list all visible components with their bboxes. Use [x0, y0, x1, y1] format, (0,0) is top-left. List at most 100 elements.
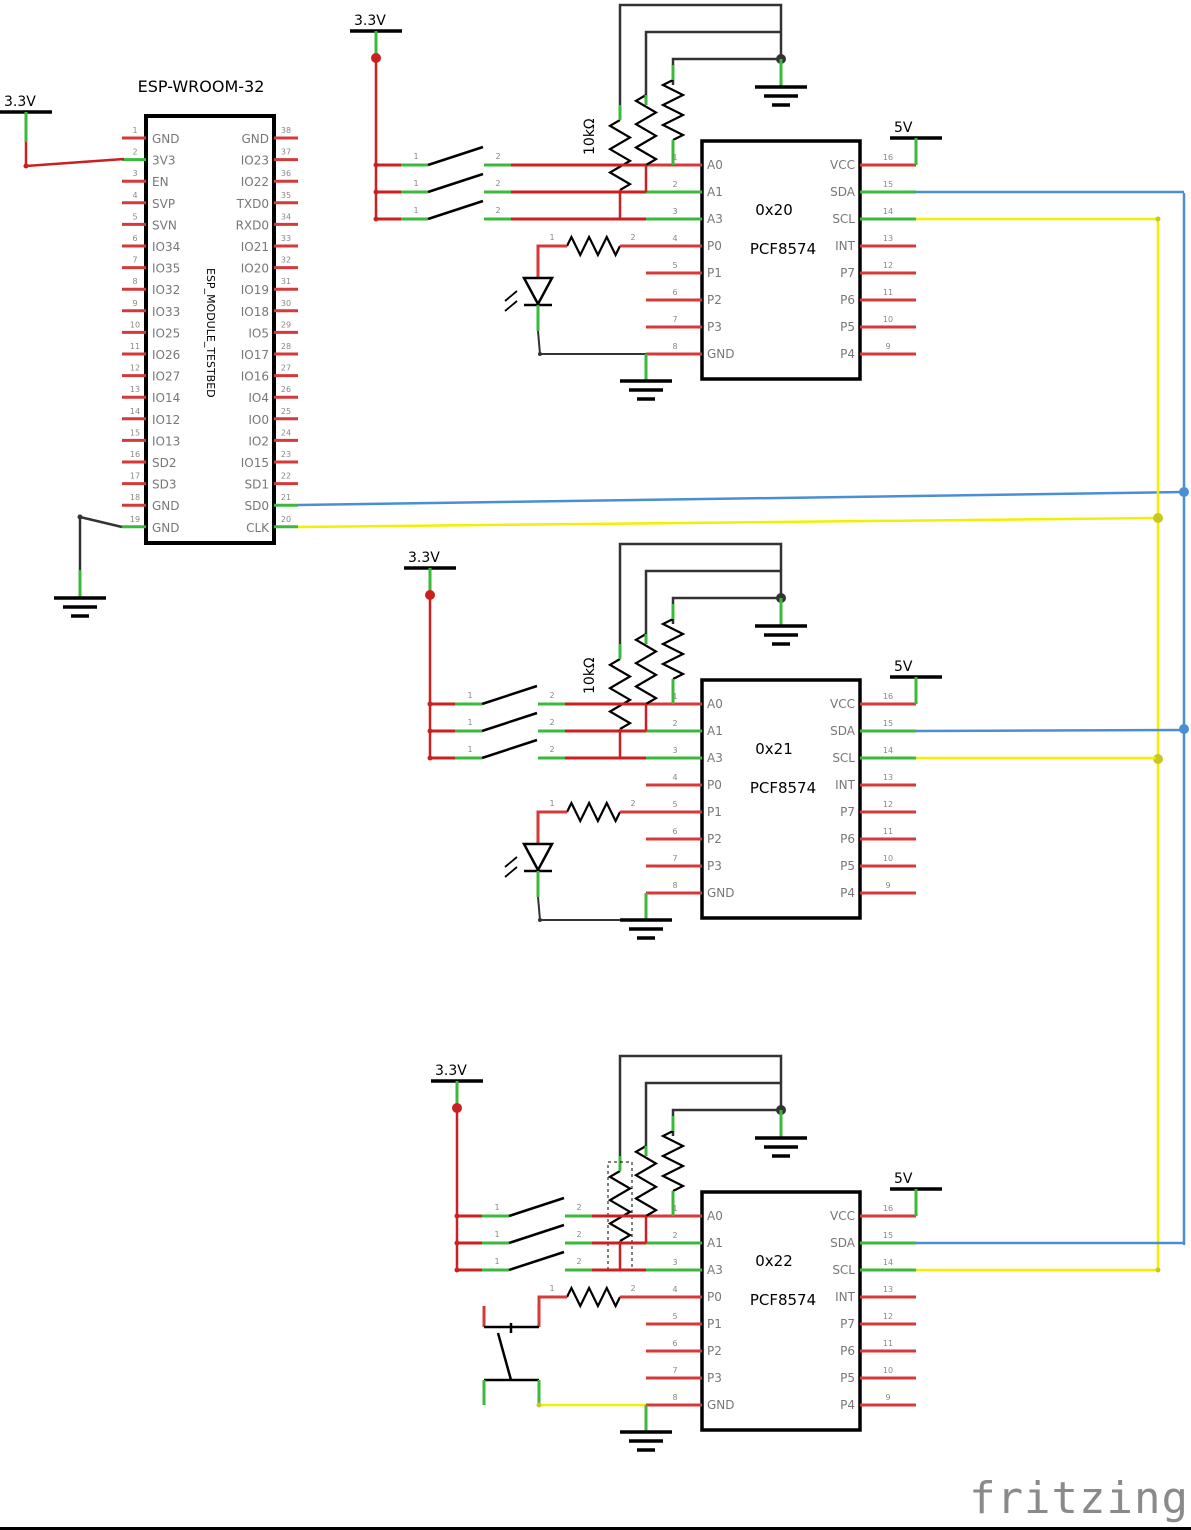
- junction-dot: [1155, 216, 1161, 222]
- ground-symbol-icon: [755, 85, 807, 107]
- pin-name: GND: [152, 521, 180, 535]
- pin-number: 4: [132, 191, 137, 200]
- pin-number: 11: [130, 342, 140, 351]
- pin-number: 2: [672, 1231, 677, 1240]
- pin-number: 1: [494, 1257, 499, 1266]
- pin-number: 15: [883, 719, 893, 728]
- pin-name: IO15: [241, 456, 269, 470]
- pullup-resistor-icon: [607, 119, 633, 191]
- pin-number: 14: [883, 207, 893, 216]
- resistor-icon: [566, 234, 621, 258]
- pin-name: SDA: [830, 724, 856, 738]
- power-3v3: 3.3V: [431, 1063, 483, 1083]
- sda-junction: [1179, 724, 1189, 734]
- switch-toggle-icon[interactable]: [427, 145, 484, 167]
- wire: [536, 244, 567, 278]
- switch-toggle-icon[interactable]: [481, 684, 538, 706]
- pin-number: 11: [883, 827, 893, 836]
- pin-name: P2: [707, 1344, 722, 1358]
- wire: [537, 1295, 567, 1327]
- pcf8574-body: [700, 1190, 862, 1432]
- pin-number: 6: [672, 288, 677, 297]
- pin-number: 8: [132, 277, 137, 286]
- pin-number: 24: [281, 428, 291, 437]
- pin-name: RXD0: [236, 218, 269, 232]
- switch-toggle-icon[interactable]: [481, 738, 538, 760]
- power-label: 5V: [894, 120, 913, 136]
- resistor-value-label: 10kΩ: [582, 118, 598, 155]
- pin-number: 23: [281, 450, 291, 459]
- pin-name: A0: [707, 697, 723, 711]
- led-ray: [504, 866, 518, 878]
- pin-number: 21: [281, 493, 291, 502]
- pin-number: 3: [672, 746, 677, 755]
- pcf8574-body: [700, 139, 862, 381]
- pin-name: P3: [707, 859, 722, 873]
- i2c-address-label: 0x21: [755, 740, 793, 758]
- pin-name: EN: [152, 175, 169, 189]
- switch-toggle-icon[interactable]: [508, 1196, 565, 1218]
- pin-number: 22: [281, 472, 291, 481]
- pin-name: 3V3: [152, 154, 175, 168]
- pin-name: IO18: [241, 305, 269, 319]
- pin-number: 12: [130, 364, 140, 373]
- pin-number: 1: [494, 1203, 499, 1212]
- pin-name: P4: [840, 1398, 855, 1412]
- pin-number: 2: [549, 745, 554, 754]
- chip-part-label: PCF8574: [750, 240, 816, 258]
- junction-dot: [427, 701, 433, 707]
- pin-name: SDA: [830, 185, 856, 199]
- switch-toggle-icon[interactable]: [508, 1250, 565, 1272]
- junction-dot: [454, 1213, 460, 1219]
- sda-wire: [297, 490, 1185, 507]
- switch-toggle-icon[interactable]: [427, 199, 484, 221]
- pin-number: 7: [132, 256, 137, 265]
- expander-0x20: 0x20PCF85741A02A13A34P05P16P27P38GND16VC…: [350, 3, 1184, 401]
- switch-toggle-icon[interactable]: [508, 1223, 565, 1245]
- bottom-border: [0, 1527, 1191, 1530]
- wire: [537, 330, 646, 355]
- pin-number: 8: [672, 342, 677, 351]
- pin-number: 27: [281, 364, 291, 373]
- address-ground-wire: [671, 596, 781, 624]
- power-3v3: 3.3V: [404, 550, 456, 570]
- pin-number: 1: [132, 126, 137, 135]
- pin-number: 36: [281, 169, 291, 178]
- pin-name: IO26: [152, 348, 180, 362]
- pin-number: 16: [883, 1204, 893, 1213]
- pin-number: 8: [672, 1393, 677, 1402]
- pin-number: 4: [672, 1285, 677, 1294]
- pin-number: 2: [630, 1284, 635, 1293]
- pin-name: IO2: [248, 434, 269, 448]
- switch-toggle-icon[interactable]: [481, 711, 538, 733]
- pin-number: 32: [281, 256, 291, 265]
- pin-name: SD2: [152, 456, 177, 470]
- address-ground-wire: [644, 569, 781, 644]
- pin-name: IO0: [248, 413, 269, 427]
- pin-name: GND: [707, 347, 735, 361]
- pin-number: 6: [672, 827, 677, 836]
- pin-name: GND: [152, 499, 180, 513]
- pin-number: 1: [672, 153, 677, 162]
- pin-name: CLK: [246, 521, 270, 535]
- pin-number: 15: [130, 428, 140, 437]
- pullup-resistor-icon: [660, 1130, 686, 1192]
- pin-name: SD1: [245, 478, 270, 492]
- pin-number: 3: [672, 207, 677, 216]
- pin-name: SCL: [832, 212, 855, 226]
- pin-name: IO19: [241, 283, 269, 297]
- pullup-resistor-icon: [660, 618, 686, 680]
- pin-number: 7: [672, 315, 677, 324]
- switch-toggle-icon[interactable]: [427, 172, 484, 194]
- pin-number: 4: [672, 234, 677, 243]
- pin-name: A3: [707, 212, 723, 226]
- pin-number: 16: [883, 153, 893, 162]
- pin-name: IO34: [152, 240, 180, 254]
- scl-junction: [1153, 513, 1163, 523]
- address-ground-wire: [644, 1081, 781, 1156]
- junction-dot: [77, 514, 83, 520]
- led-ray: [504, 300, 518, 312]
- pullup-resistor-icon: [660, 79, 686, 141]
